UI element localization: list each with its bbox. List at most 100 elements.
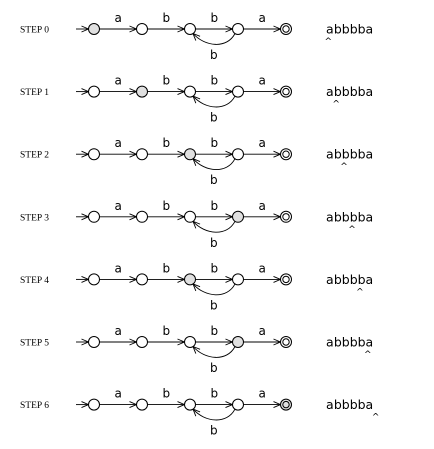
state <box>280 273 292 286</box>
input-char: b <box>334 147 342 162</box>
input-char: b <box>358 397 366 412</box>
input-char: b <box>334 335 342 350</box>
back-transition-label: b <box>210 111 218 125</box>
input-char: b <box>350 272 358 287</box>
state <box>232 148 244 161</box>
state <box>184 85 196 98</box>
read-position-caret: ^ <box>340 162 348 172</box>
state <box>232 398 244 411</box>
transition-label: b <box>163 324 171 338</box>
input-char: b <box>350 147 358 162</box>
transition-label: a <box>259 261 266 275</box>
state <box>232 273 244 286</box>
input-char: b <box>350 84 358 99</box>
state <box>184 23 196 35</box>
input-char: a <box>326 335 334 350</box>
back-transition-edge <box>192 33 236 45</box>
input-char: b <box>342 209 350 224</box>
transition-label: a <box>115 74 122 88</box>
transition-label: a <box>115 136 122 150</box>
input-char: a <box>366 147 374 162</box>
transition-label: b <box>163 261 171 275</box>
transition-label: a <box>115 387 122 401</box>
read-position-caret: ^ <box>325 37 333 47</box>
input-char: a <box>326 397 334 412</box>
step-label: STEP 3 <box>20 213 49 223</box>
input-char: b <box>350 397 358 412</box>
state <box>232 85 244 98</box>
input-char: b <box>342 397 350 412</box>
accepting-state-ring <box>282 213 290 221</box>
back-transition-edge <box>192 95 236 108</box>
back-transition-label: b <box>210 424 218 438</box>
back-transition-edge <box>192 408 236 421</box>
input-char: b <box>334 272 342 287</box>
state <box>280 85 292 98</box>
transition-label: b <box>211 387 219 401</box>
input-char: b <box>342 335 350 350</box>
transition-label: b <box>211 199 219 213</box>
transition-label: a <box>259 199 266 213</box>
read-position-caret: ^ <box>364 350 372 360</box>
input-char: b <box>342 272 350 287</box>
input-char: a <box>366 272 374 287</box>
accepting-state-ring <box>282 25 290 33</box>
transition-label: b <box>163 199 171 213</box>
back-transition-label: b <box>210 236 218 250</box>
input-char: b <box>358 22 366 37</box>
back-transition-edge <box>192 283 236 296</box>
read-position-caret: ^ <box>356 287 364 297</box>
read-position-caret: ^ <box>348 225 356 235</box>
state <box>136 23 148 35</box>
input-char: b <box>350 209 358 224</box>
input-char: b <box>358 272 366 287</box>
state <box>184 336 196 348</box>
back-transition-edge <box>192 158 236 171</box>
read-position-caret: ^ <box>332 100 340 110</box>
input-char: a <box>366 209 374 224</box>
back-transition-edge <box>192 221 236 233</box>
active-state <box>232 210 244 223</box>
input-char: b <box>334 22 342 37</box>
active-state <box>184 273 196 286</box>
transition-label: a <box>115 11 122 25</box>
transition-label: a <box>259 74 266 88</box>
back-transition-label: b <box>210 298 218 312</box>
state <box>88 336 100 348</box>
active-state <box>88 23 100 35</box>
transition-label: a <box>259 387 266 401</box>
input-char: a <box>366 397 374 412</box>
transition-label: a <box>259 11 266 25</box>
active-state <box>280 398 292 411</box>
state <box>88 273 100 286</box>
transition-label: b <box>163 136 171 150</box>
transition-label: a <box>259 136 266 150</box>
back-transition-label: b <box>210 361 218 375</box>
transition-label: a <box>115 324 122 338</box>
read-position-caret: ^ <box>372 413 380 423</box>
back-transition-label: b <box>210 48 218 62</box>
state <box>232 23 244 35</box>
state <box>280 23 292 35</box>
input-char: b <box>350 22 358 37</box>
step-label: STEP 4 <box>20 276 49 286</box>
state <box>136 273 148 286</box>
input-char: a <box>366 335 374 350</box>
state <box>184 398 196 411</box>
accepting-state-ring <box>282 87 290 96</box>
transition-label: b <box>163 387 171 401</box>
step-label: STEP 5 <box>20 339 49 349</box>
transition-label: a <box>259 324 266 338</box>
transition-label: a <box>115 261 122 275</box>
step-label: STEP 6 <box>20 401 49 411</box>
transition-label: b <box>211 11 219 25</box>
input-char: b <box>342 84 350 99</box>
